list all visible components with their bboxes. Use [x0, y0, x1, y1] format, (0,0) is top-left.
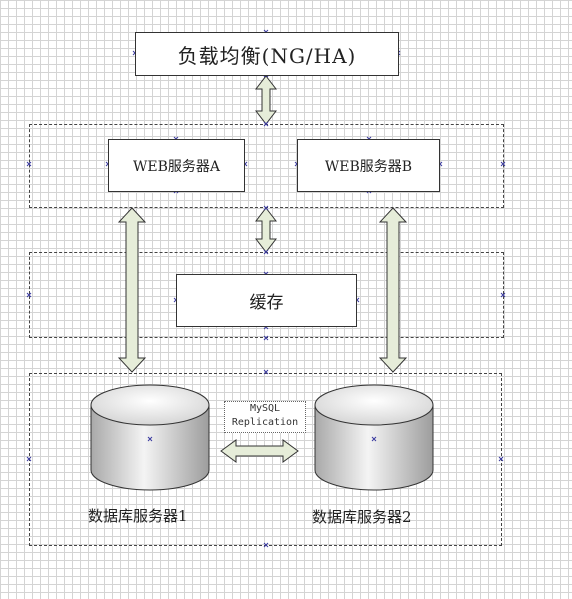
replication-label: MySQL Replication	[224, 401, 306, 433]
web-a-db1-arrow	[117, 207, 147, 373]
replication-line-1: MySQL	[249, 403, 281, 414]
db-server-2-label: 数据库服务器2	[312, 508, 412, 526]
web-server-b-label: WEB服务器B	[324, 158, 413, 175]
load-balancer-box: 负载均衡(NG/HA)	[135, 32, 399, 76]
load-balancer-label: 负载均衡(NG/HA)	[177, 43, 357, 68]
cache-box: 缓存	[176, 274, 357, 327]
db-server-1-label: 数据库服务器1	[88, 507, 188, 525]
web-server-b-box: WEB服务器B	[297, 139, 440, 192]
replication-line-2: Replication	[231, 417, 299, 428]
web-cache-arrow	[254, 207, 278, 253]
web-server-a-label: WEB服务器A	[132, 158, 220, 175]
web-b-db2-arrow	[378, 207, 408, 373]
database-cylinder-1	[90, 384, 210, 491]
replication-arrow	[220, 439, 299, 463]
lb-web-arrow	[254, 75, 278, 125]
cache-label: 缓存	[249, 293, 284, 313]
web-server-a-box: WEB服务器A	[108, 139, 245, 192]
database-cylinder-2	[314, 384, 434, 491]
